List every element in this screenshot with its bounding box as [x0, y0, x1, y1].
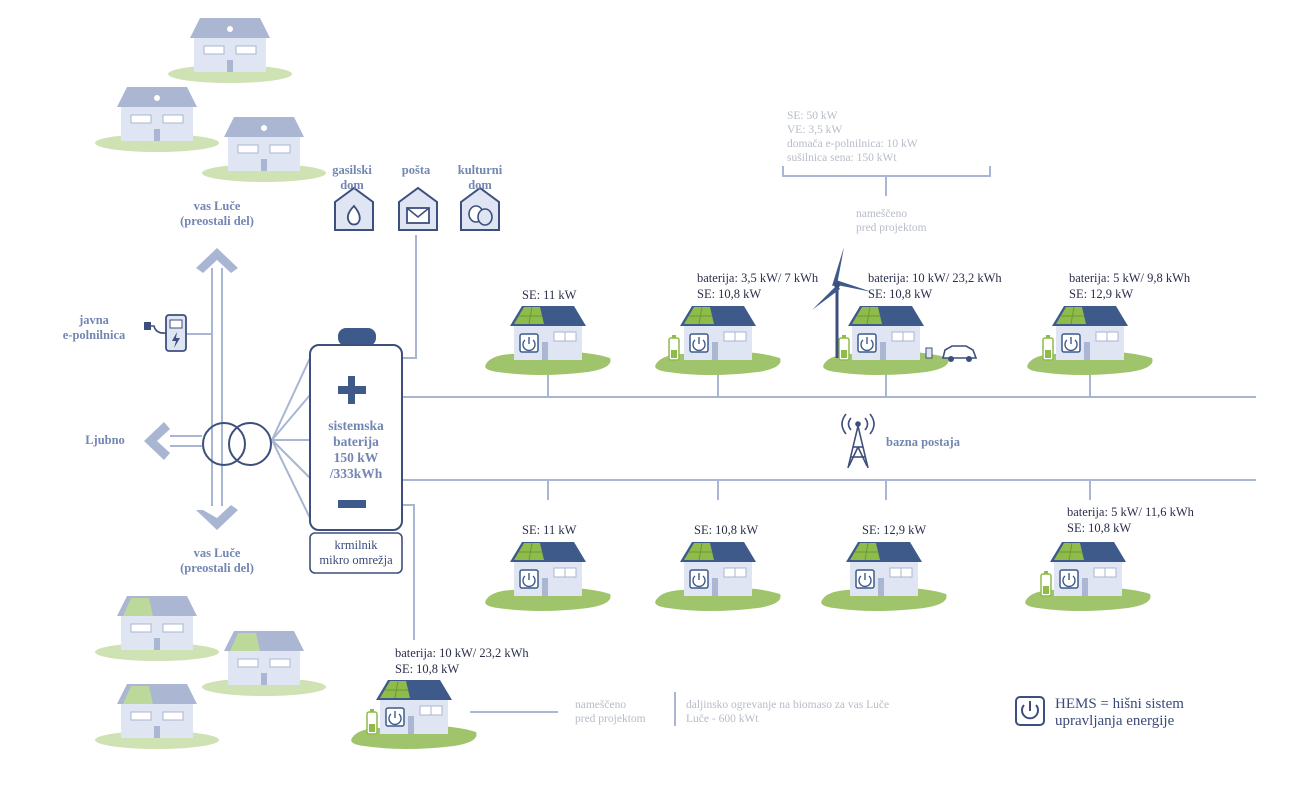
label-javna-polnilnica: javna e-polnilnica	[62, 313, 126, 342]
house-bottom-1-info: SE: 11 kW	[522, 523, 577, 537]
controller-label: krmilnik mikro omrežja	[319, 538, 393, 567]
electric-car-icon	[925, 345, 978, 362]
label-bazna-postaja: bazna postaja	[886, 435, 960, 449]
house-top-3-info: baterija: 10 kW/ 23,2 kWh SE: 10,8 kW	[868, 271, 1002, 301]
house-top-1	[484, 305, 612, 376]
culture-house-icon	[460, 187, 500, 231]
village-house	[94, 683, 220, 750]
house-top-2-info: baterija: 3,5 kW/ 7 kWh SE: 10,8 kW	[697, 271, 819, 301]
hems-legend: HEMS = hišni sistem upravljanja energije	[1055, 696, 1184, 729]
house-bottom-2	[654, 541, 782, 612]
village-house	[201, 630, 327, 697]
arrow-left-icon	[144, 422, 170, 460]
village-house	[94, 86, 220, 153]
house-bottom-4	[1024, 541, 1152, 612]
house-top-4	[1026, 305, 1154, 376]
arrow-down-icon	[196, 505, 238, 530]
village-house	[201, 116, 327, 183]
hems-power-icon	[1015, 696, 1045, 726]
arrow-up-icon	[196, 248, 238, 273]
battery-label: sistemska baterija 150 kW /333kWh	[328, 418, 384, 481]
label-biomasa: daljinsko ogrevanje na biomaso za vas Lu…	[686, 699, 890, 725]
ev-charger-icon	[144, 314, 187, 352]
base-station-icon	[841, 413, 875, 469]
house-extra-info: baterija: 10 kW/ 23,2 kWh SE: 10,8 kW	[395, 646, 529, 676]
house-extra	[350, 679, 478, 750]
house-top-1-info: SE: 11 kW	[522, 288, 577, 302]
house-bottom-1	[484, 541, 612, 612]
fire-station-icon	[334, 187, 374, 231]
house-bottom-3-info: SE: 12,9 kW	[862, 523, 927, 537]
wind-turbine-icon	[812, 247, 872, 358]
label-posta: pošta	[401, 163, 431, 177]
house-bottom-2-info: SE: 10,8 kW	[694, 523, 759, 537]
house-top-2	[654, 305, 782, 376]
label-kulturni-dom: kulturni dom	[457, 163, 503, 192]
house-bottom-4-info: baterija: 5 kW/ 11,6 kWh SE: 10,8 kW	[1067, 505, 1194, 535]
label-ljubno: Ljubno	[85, 433, 125, 447]
system-battery	[309, 328, 403, 531]
house-top-3	[822, 305, 950, 376]
label-vas-luce-bottom: vas Luče (preostali del)	[180, 546, 254, 575]
controller-box	[309, 532, 403, 574]
house-top-4-info: baterija: 5 kW/ 9,8 kWh SE: 12,9 kW	[1069, 271, 1191, 301]
installed-info: SE: 50 kW VE: 3,5 kW domača e-polnilnica…	[787, 110, 918, 164]
village-house	[94, 595, 220, 662]
label-namesceno-bottom: nameščeno pred projektom	[575, 699, 646, 725]
village-house	[167, 17, 293, 84]
house-bottom-3	[820, 541, 948, 612]
label-namesceno-top: nameščeno pred projektom	[856, 208, 927, 234]
label-vas-luce-top: vas Luče (preostali del)	[180, 199, 254, 228]
post-office-icon	[398, 187, 438, 231]
label-gasilski-dom: gasilski dom	[332, 163, 372, 192]
transformer-icon	[202, 422, 272, 466]
grid-lines	[170, 166, 1256, 726]
